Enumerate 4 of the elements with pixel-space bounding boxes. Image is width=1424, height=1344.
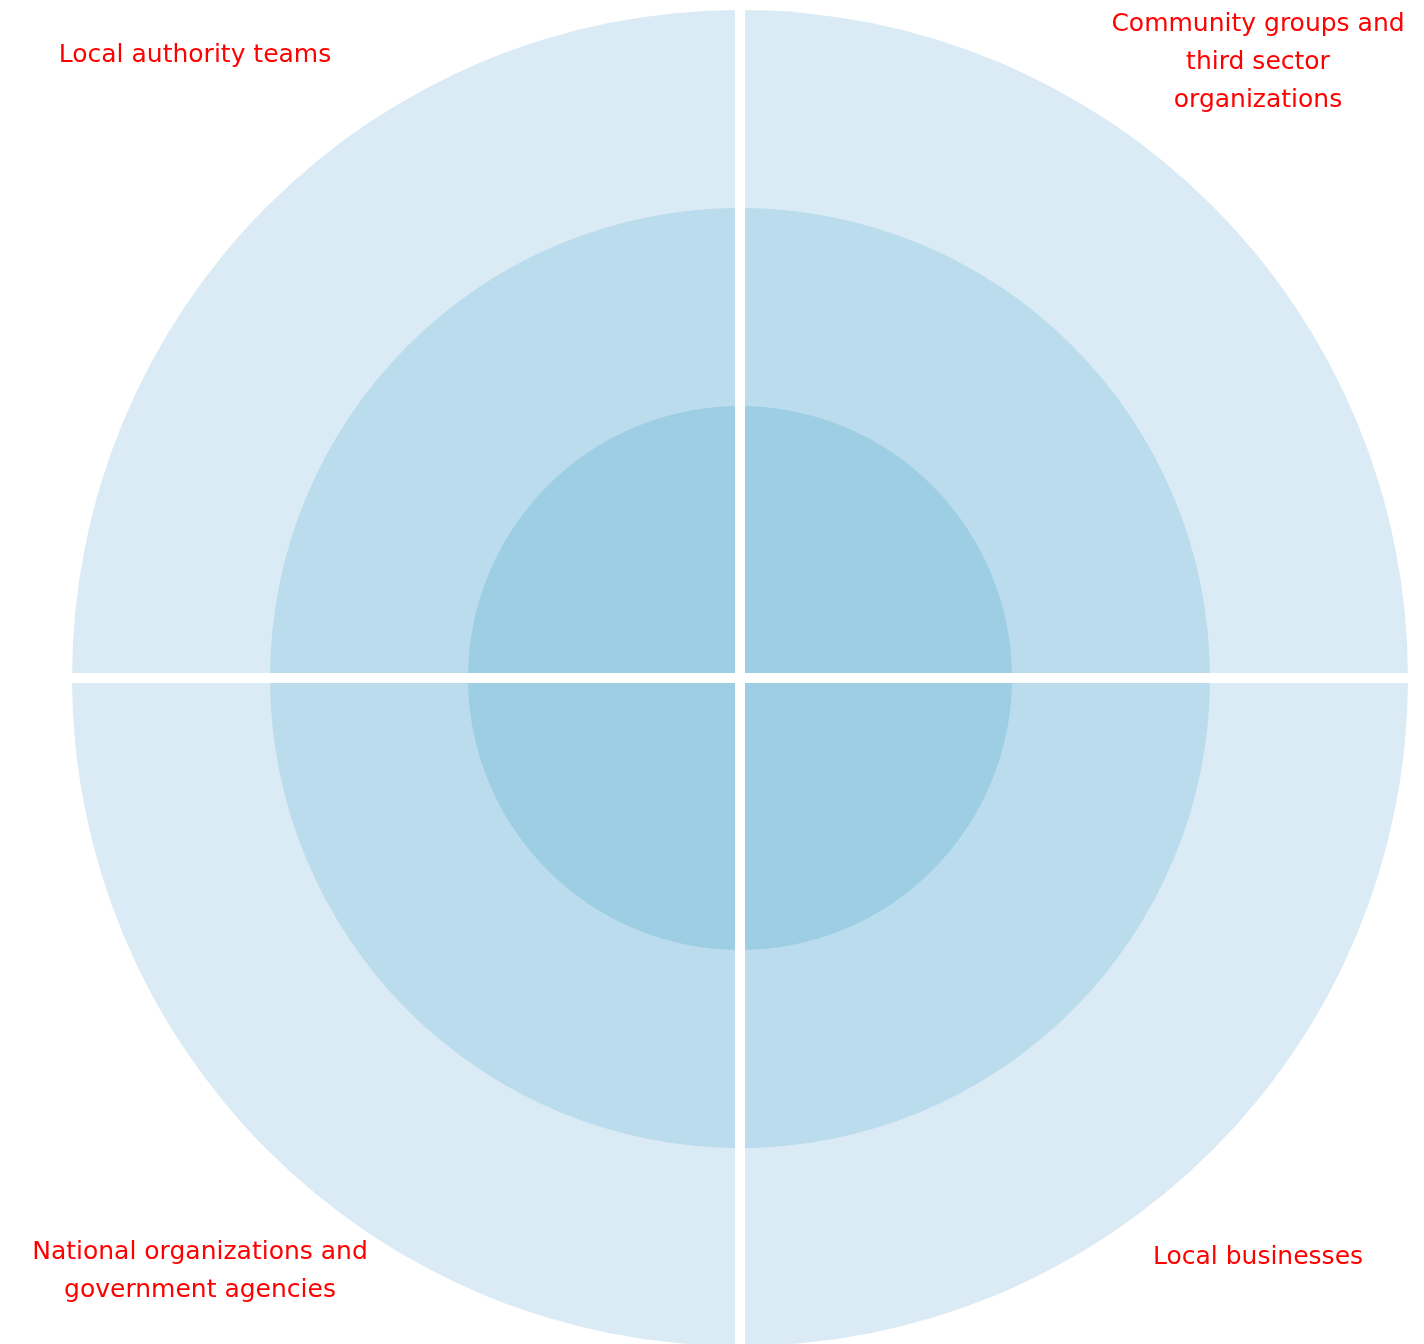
quadrant-label: National organizations and government agencies xyxy=(31,1235,369,1305)
quadrant-label: Local authority teams xyxy=(57,38,333,70)
quadrant-label: Community groups and third sector organizations xyxy=(1110,7,1406,115)
quadrant-label: Local businesses xyxy=(1151,1240,1365,1272)
